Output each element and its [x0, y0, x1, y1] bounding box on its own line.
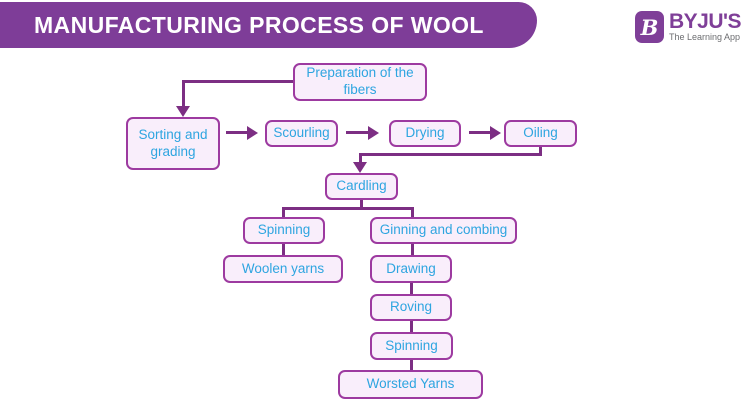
- node-spinning: Spinning: [243, 217, 325, 244]
- node-scourling: Scourling: [265, 120, 338, 147]
- node-roving: Roving: [370, 294, 452, 321]
- byjus-logo: B BYJU'S The Learning App: [634, 10, 742, 43]
- arrowhead-right-into-scourling-icon: [247, 126, 258, 140]
- connector-preparation-to-sorting-horizontal: [183, 80, 295, 83]
- arrowhead-down-into-sorting-icon: [176, 106, 190, 117]
- page-title: MANUFACTURING PROCESS OF WOOL: [34, 11, 484, 38]
- node-worsted-yarns: Worsted Yarns: [338, 370, 483, 399]
- byjus-brand-name: BYJU'S: [668, 10, 742, 33]
- connector-spinning-to-woolen-yarns: [282, 244, 285, 255]
- connector-oiling-to-cardling-horizontal: [359, 153, 542, 156]
- connector-roving-to-spinning: [410, 321, 413, 332]
- connector-preparation-to-sorting-vertical: [182, 80, 185, 107]
- node-drying: Drying: [389, 120, 461, 147]
- node-oiling: Oiling: [504, 120, 577, 147]
- connector-sorting-to-scourling: [226, 131, 247, 134]
- header-banner: MANUFACTURING PROCESS OF WOOL: [0, 2, 537, 48]
- connector-cardling-branch-horizontal: [282, 207, 414, 210]
- node-woolen-yarns: Woolen yarns: [223, 255, 343, 283]
- node-drawing: Drawing: [370, 255, 452, 283]
- connector-branch-to-ginning: [411, 208, 414, 217]
- connector-branch-to-spinning: [282, 208, 285, 217]
- connector-ginning-to-drawing: [411, 244, 414, 255]
- connector-spinning-to-worsted-yarns: [410, 360, 413, 370]
- arrowhead-right-into-drying-icon: [368, 126, 379, 140]
- connector-cardling-down: [360, 200, 363, 210]
- connector-oiling-to-cardling-vertical: [359, 153, 362, 163]
- node-sorting-and-grading: Sorting and grading: [126, 117, 220, 170]
- node-cardling: Cardling: [325, 173, 398, 200]
- connector-oiling-down: [539, 146, 542, 156]
- arrowhead-right-into-oiling-icon: [490, 126, 501, 140]
- arrowhead-down-into-cardling-icon: [353, 162, 367, 173]
- node-preparation-of-the-fibers: Preparation of the fibers: [293, 63, 427, 101]
- node-ginning-and-combing: Ginning and combing: [370, 217, 517, 244]
- byjus-tagline: The Learning App: [668, 32, 741, 42]
- connector-drawing-to-roving: [410, 283, 413, 294]
- byjus-logo-text: BYJU'S The Learning App: [668, 10, 742, 42]
- connector-drying-to-oiling: [469, 131, 490, 134]
- byjus-badge-icon: B: [634, 11, 664, 43]
- node-spinning-worsted-branch: Spinning: [370, 332, 453, 360]
- connector-scourling-to-drying: [346, 131, 368, 134]
